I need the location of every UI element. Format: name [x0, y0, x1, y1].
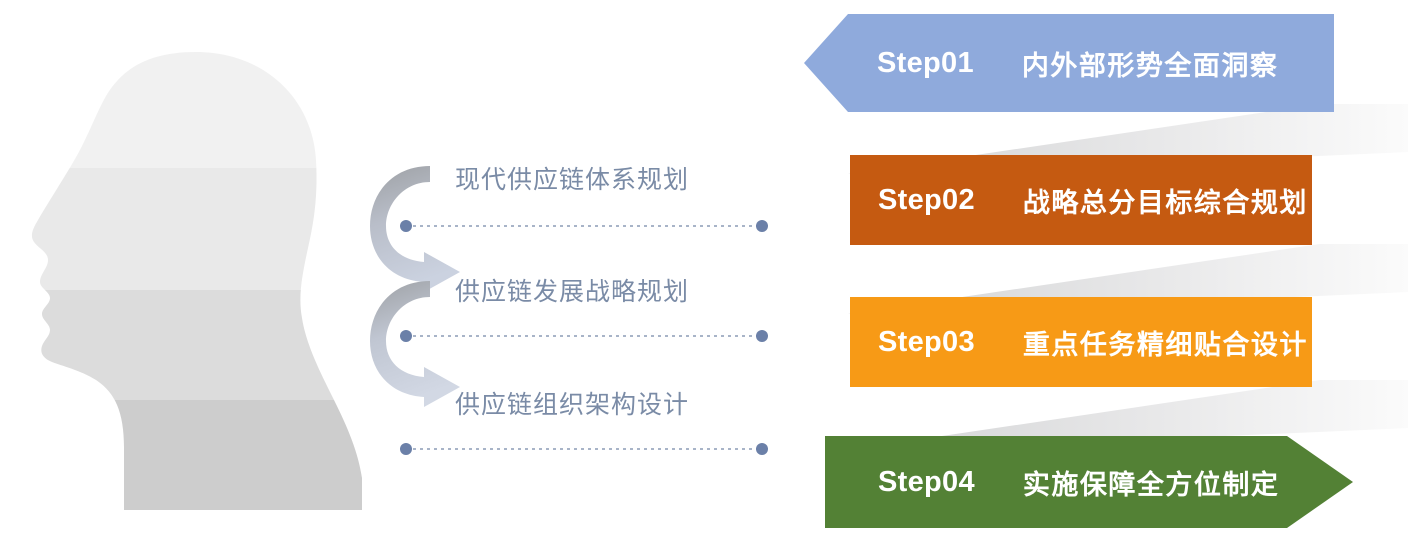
step-description-3: 重点任务精细贴合设计: [1022, 329, 1308, 361]
connector-dot-left: [400, 443, 412, 455]
label-text-3: 供应链组织架构设计: [455, 390, 690, 419]
step-bar-2-shape: [850, 155, 1312, 245]
step-bar-1[interactable]: Step01 内外部形势全面洞察: [804, 14, 1334, 112]
connector-dot-right: [756, 220, 768, 232]
label-text-2: 供应链发展战略规划: [455, 277, 690, 306]
curved-arrow-1-icon: [370, 166, 460, 292]
step-number-1: Step01: [877, 46, 974, 79]
step-description-2: 战略总分目标综合规划: [1022, 187, 1308, 219]
connector-ribbon-3: [848, 380, 1408, 450]
label-row-3: 供应链组织架构设计: [455, 385, 785, 421]
step-bar-1-shape: [804, 14, 1334, 112]
human-head-profile-icon: [31, 52, 362, 510]
step-number-4: Step04: [878, 465, 975, 498]
connector-dot-left: [400, 220, 412, 232]
dotted-connector-1: [400, 220, 768, 232]
connector-dot-right: [756, 443, 768, 455]
step-number-2: Step02: [878, 183, 975, 216]
label-row-2: 供应链发展战略规划: [455, 272, 785, 308]
connector-ribbon-2: [848, 244, 1408, 314]
step-bar-3-shape: [850, 297, 1312, 387]
connector-dot-right: [756, 330, 768, 342]
step-description-1: 内外部形势全面洞察: [1021, 50, 1279, 82]
connector-dot-left: [400, 330, 412, 342]
label-text-1: 现代供应链体系规划: [455, 165, 690, 194]
dotted-connector-2: [400, 330, 768, 342]
curved-arrow-2-icon: [370, 281, 460, 407]
step-bar-3[interactable]: Step03 重点任务精细贴合设计: [850, 297, 1312, 387]
step-bar-4-shape: [825, 436, 1353, 528]
step-number-3: Step03: [878, 325, 975, 358]
step-bar-4[interactable]: Step04 实施保障全方位制定: [825, 436, 1353, 528]
step-description-4: 实施保障全方位制定: [1022, 469, 1280, 501]
step-bar-2[interactable]: Step02 战略总分目标综合规划: [850, 155, 1312, 245]
dotted-connector-3: [400, 443, 768, 455]
label-row-1: 现代供应链体系规划: [455, 160, 785, 196]
